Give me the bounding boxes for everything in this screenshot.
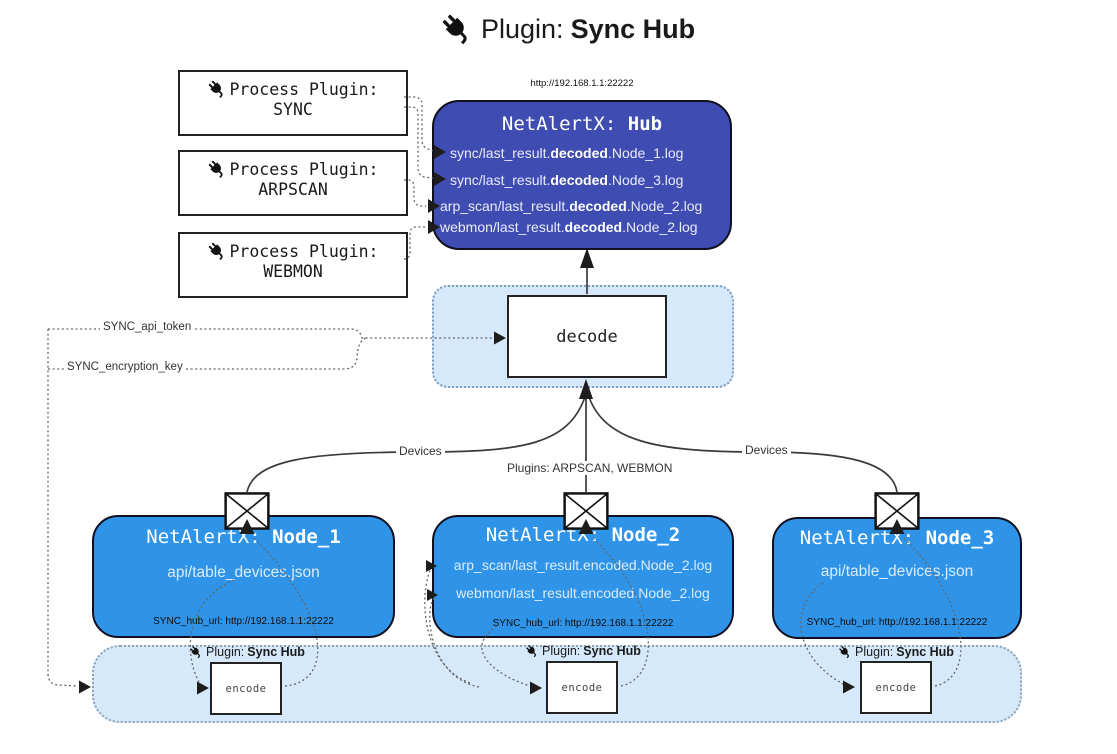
process-plugin-name: WEBMON <box>263 262 323 281</box>
plug-icon <box>525 644 539 658</box>
node-title: NetAlertX: Node_2 <box>485 524 681 546</box>
devices-edge-label-right: Devices <box>742 443 791 457</box>
hub-log-line: webmon/last_result.decoded.Node_2.log <box>440 219 698 235</box>
plug-icon <box>838 645 852 659</box>
node-file: api/table_devices.json <box>820 563 974 580</box>
plugins-edge-label: Plugins: ARPSCAN, WEBMON <box>504 461 676 475</box>
plug-icon <box>207 241 227 261</box>
process-plugin-label: Process Plugin: <box>229 241 379 261</box>
process-plugin-box-arpscan: Process Plugin: ARPSCAN <box>178 150 408 216</box>
node-hub-url: SYNC_hub_url: http://192.168.1.1:22222 <box>806 617 988 628</box>
hub-title-name: Hub <box>627 113 663 135</box>
hub-log-line: sync/last_result.decoded.Node_3.log <box>450 172 684 188</box>
hub-url-label: http://192.168.1.1:22222 <box>530 78 634 89</box>
process-plugin-name: SYNC <box>273 100 313 119</box>
plug-icon <box>207 79 227 99</box>
page-title-name: Sync Hub <box>570 13 696 44</box>
encode-box: encode <box>860 661 932 714</box>
process-plugin-label: Process Plugin: <box>229 159 379 179</box>
hub-log-line: arp_scan/last_result.decoded.Node_2.log <box>440 198 703 214</box>
node-hub-url: SYNC_hub_url: http://192.168.1.1:22222 <box>492 618 674 629</box>
node-file: arp_scan/last_result.encoded.Node_2.log <box>453 557 713 573</box>
process-plugin-label: Process Plugin: <box>229 79 379 99</box>
node-file: api/table_devices.json <box>167 564 320 581</box>
sync-api-token-label: SYNC_api_token <box>100 321 195 333</box>
encoder-label: Plugin:Sync Hub <box>518 644 648 658</box>
plug-icon <box>207 159 227 179</box>
decode-box: decode <box>507 295 667 378</box>
sync-encryption-key-label: SYNC_encryption_key <box>64 361 186 373</box>
process-plugin-box-webmon: Process Plugin: WEBMON <box>178 232 408 298</box>
node-hub-url: SYNC_hub_url: http://192.168.1.1:22222 <box>153 616 334 627</box>
hub-log-line: sync/last_result.decoded.Node_1.log <box>450 145 684 161</box>
process-plugin-name: ARPSCAN <box>258 180 328 199</box>
node-box-node3: NetAlertX: Node_3 api/table_devices.json… <box>772 517 1022 639</box>
page-title-label: Plugin: <box>481 13 564 44</box>
encode-box: encode <box>210 662 282 715</box>
node-title: NetAlertX: Node_3 <box>799 527 995 549</box>
process-plugin-box-sync: Process Plugin: SYNC <box>178 70 408 136</box>
hub-box: NetAlertX: Hub sync/last_result.decoded.… <box>432 100 732 250</box>
hub-title: NetAlertX: Hub <box>434 113 730 135</box>
encode-box: encode <box>546 661 618 714</box>
hub-title-prefix: NetAlertX: <box>501 113 617 135</box>
encoder-label: Plugin:Sync Hub <box>182 645 312 659</box>
page-title: Plugin: Sync Hub <box>440 12 695 46</box>
devices-edge-label-left: Devices <box>396 444 445 458</box>
plug-icon <box>189 645 203 659</box>
node-file: webmon/last_result.encoded.Node_2.log <box>456 585 710 601</box>
plug-icon <box>440 12 474 46</box>
node-box-node1: NetAlertX: Node_1 api/table_devices.json… <box>92 515 395 638</box>
node-title: NetAlertX: Node_1 <box>146 526 341 548</box>
node-box-node2: NetAlertX: Node_2 arp_scan/last_result.e… <box>432 515 734 638</box>
encoder-label: Plugin:Sync Hub <box>831 645 961 659</box>
